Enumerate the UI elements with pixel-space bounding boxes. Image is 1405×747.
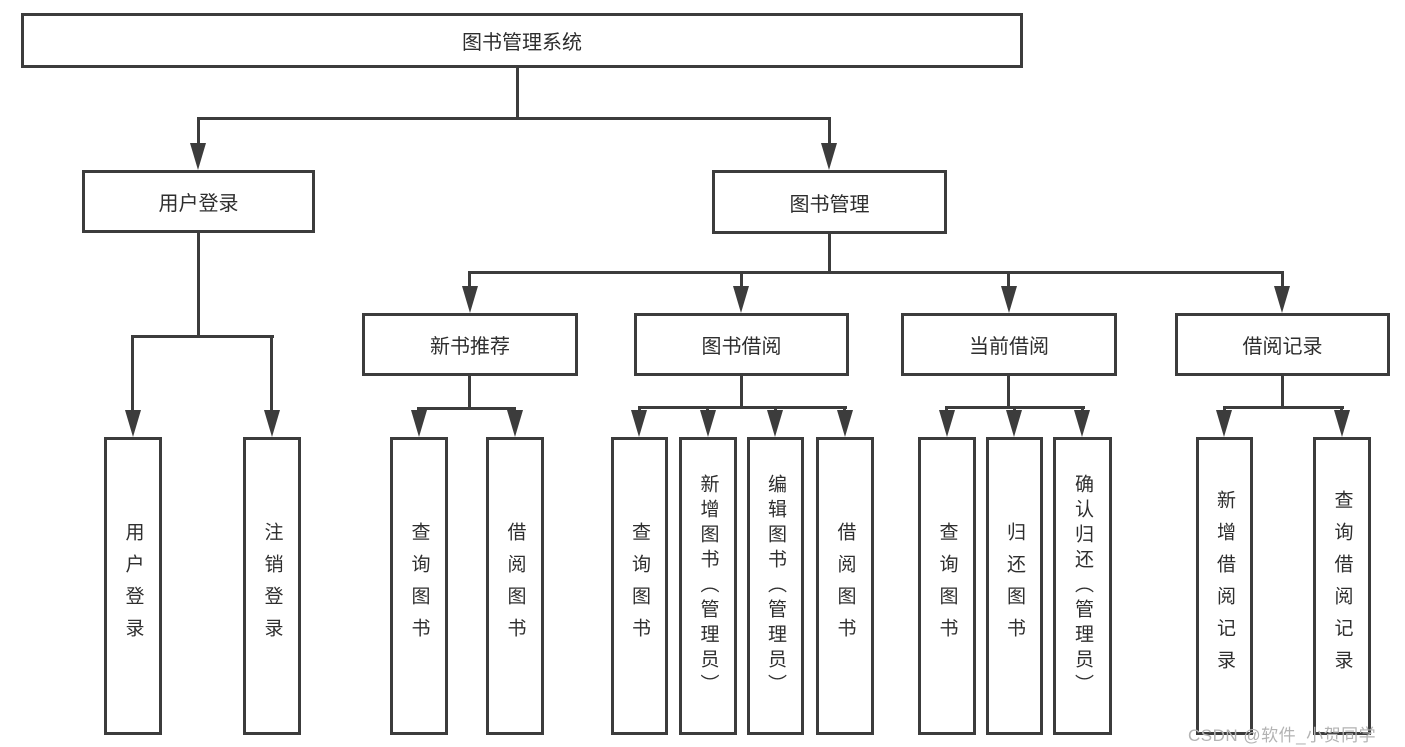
arrowhead (1006, 410, 1022, 437)
leaf-edit-books-admin: 编辑图书（管理员） (747, 437, 804, 735)
node-label: 新增借阅记录 (1214, 490, 1235, 682)
connector-line (638, 406, 641, 413)
node-label: 当前借阅 (969, 336, 1049, 358)
connector-line (1223, 406, 1344, 409)
node-label: 新书推荐 (430, 336, 510, 358)
connector-line (740, 376, 743, 409)
arrowhead (1074, 410, 1090, 437)
node-label: 图书管理 (789, 193, 870, 216)
node-user-login: 用户登录 (82, 170, 315, 233)
connector-line (1223, 406, 1226, 413)
connector-line (417, 407, 516, 410)
connector-line (828, 234, 831, 274)
connector-line (706, 406, 709, 413)
arrowhead (700, 410, 716, 437)
connector-line (468, 271, 1284, 274)
leaf-borrow-books-recommend: 借阅图书 (486, 437, 544, 735)
leaf-add-borrow-record: 新增借阅记录 (1196, 437, 1253, 735)
node-borrowing-records: 借阅记录 (1175, 313, 1390, 376)
node-new-book-recommendation: 新书推荐 (362, 313, 578, 376)
leaf-query-books-recommend: 查询图书 (390, 437, 448, 735)
node-label: 用户登录 (122, 522, 144, 650)
connector-line (774, 406, 777, 413)
arrowhead (1216, 410, 1232, 437)
arrowhead (507, 410, 523, 437)
node-label: 编辑图书（管理员） (765, 473, 786, 699)
node-library-management-system: 图书管理系统 (21, 13, 1023, 68)
leaf-query-books-borrow: 查询图书 (611, 437, 668, 735)
node-label: 用户登录 (158, 193, 239, 215)
arrowhead (631, 410, 647, 437)
connector-line (1081, 406, 1084, 413)
connector-line (516, 68, 519, 118)
arrowhead (733, 286, 749, 313)
leaf-return-books: 归还图书 (986, 437, 1043, 735)
arrowhead (125, 410, 141, 437)
node-label: 查询借阅记录 (1331, 490, 1353, 682)
leaf-confirm-return-admin: 确认归还（管理员） (1053, 437, 1112, 735)
connector-line (945, 406, 948, 413)
connector-line (131, 335, 274, 338)
node-current-borrowing: 当前借阅 (901, 313, 1117, 376)
arrowhead (462, 286, 478, 313)
connector-line (468, 271, 471, 289)
node-label: 确认归还（管理员） (1072, 473, 1093, 699)
arrowhead (1334, 410, 1350, 437)
connector-line (1007, 376, 1010, 409)
node-label: 查询图书 (629, 522, 650, 650)
node-label: 注销登录 (261, 522, 283, 650)
node-label: 归还图书 (1004, 522, 1025, 650)
connector-line (468, 376, 471, 410)
node-book-management: 图书管理 (712, 170, 947, 234)
leaf-borrow-books: 借阅图书 (816, 437, 874, 735)
connector-line (638, 406, 847, 409)
arrowhead (411, 410, 427, 437)
node-label: 新增图书（管理员） (697, 473, 719, 699)
arrowhead (821, 143, 837, 170)
connector-line (740, 271, 743, 289)
arrowhead (939, 410, 955, 437)
connector-line (197, 233, 200, 337)
leaf-query-borrow-record: 查询借阅记录 (1313, 437, 1371, 735)
node-label: 借阅图书 (834, 522, 856, 650)
arrowhead (264, 410, 280, 437)
arrowhead (1001, 286, 1017, 313)
connector-line (1007, 271, 1010, 289)
connector-line (270, 335, 273, 411)
watermark-text: CSDN @软件_小贺同学 (1188, 726, 1377, 745)
connector-line (197, 117, 200, 145)
leaf-query-books-current: 查询图书 (918, 437, 976, 735)
leaf-add-books-admin: 新增图书（管理员） (679, 437, 737, 735)
node-label: 图书管理系统 (462, 32, 582, 54)
arrowhead (837, 410, 853, 437)
connector-line (1281, 271, 1284, 289)
connector-line (1281, 376, 1284, 409)
connector-line (828, 117, 831, 145)
connector-line (843, 406, 846, 413)
leaf-logout-login: 注销登录 (243, 437, 301, 735)
connector-line (1340, 406, 1343, 413)
connector-line (197, 117, 831, 120)
arrowhead (190, 143, 206, 170)
node-label: 图书借阅 (701, 336, 782, 358)
connector-line (131, 335, 134, 411)
node-book-borrowing: 图书借阅 (634, 313, 849, 376)
node-label: 查询图书 (936, 522, 958, 650)
arrowhead (767, 410, 783, 437)
connector-line (1013, 406, 1016, 413)
leaf-user-login: 用户登录 (104, 437, 162, 735)
node-label: 借阅图书 (504, 522, 526, 650)
arrowhead (1274, 286, 1290, 313)
node-label: 借阅记录 (1242, 336, 1323, 358)
node-label: 查询图书 (408, 522, 430, 650)
